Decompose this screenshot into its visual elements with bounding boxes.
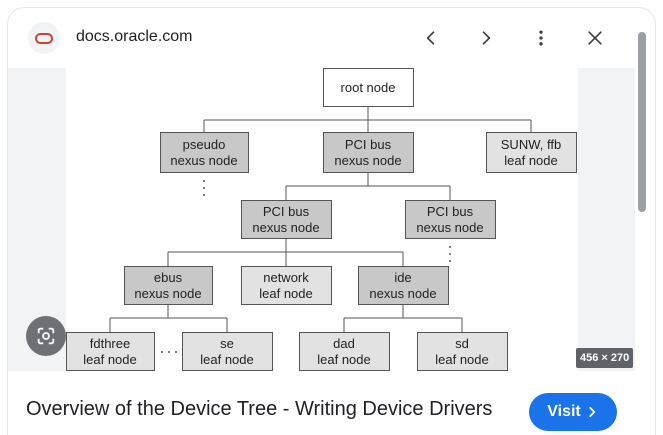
- tree-node-label: PCI bus: [427, 204, 474, 219]
- tree-node-label: leaf node: [83, 352, 137, 367]
- tree-node-label: ide: [394, 270, 411, 285]
- chevron-left-icon: [426, 31, 435, 45]
- previous-image-button[interactable]: [415, 22, 447, 54]
- next-image-button[interactable]: [470, 22, 502, 54]
- google-lens-button[interactable]: [26, 316, 66, 356]
- google-lens-icon: [37, 327, 55, 345]
- tree-node-label: se: [220, 336, 234, 351]
- tree-node-label: dad: [333, 336, 355, 351]
- more-options-button[interactable]: [525, 22, 557, 54]
- chevron-right-icon: [589, 407, 595, 417]
- tree-node-label: pseudo: [183, 137, 226, 152]
- tree-node-label: nexus node: [252, 220, 319, 235]
- tree-node-box: [405, 200, 496, 239]
- result-title[interactable]: Overview of the Device Tree - Writing De…: [26, 398, 493, 420]
- tree-node-box: [417, 332, 508, 371]
- tree-node-label: ebus: [154, 270, 183, 285]
- tree-node-label: network: [263, 270, 309, 285]
- tree-node-box: [323, 132, 414, 173]
- tree-node-label: leaf node: [259, 286, 313, 301]
- image-dimensions-badge: 456 × 270: [576, 348, 634, 368]
- tree-node-box: [182, 332, 273, 371]
- visit-button[interactable]: Visit: [529, 393, 617, 431]
- tree-node-box: [241, 266, 332, 305]
- tree-node-box: [241, 200, 332, 239]
- tree-node-label: leaf node: [317, 352, 371, 367]
- oracle-logo-icon[interactable]: [28, 22, 60, 54]
- tree-node-label: PCI bus: [345, 137, 392, 152]
- more-vert-icon: [539, 30, 543, 46]
- tree-node-box: [323, 68, 414, 107]
- close-icon: [588, 31, 602, 45]
- tree-node-box: [358, 266, 449, 305]
- tree-node-label: nexus node: [369, 286, 436, 301]
- tree-node-label: nexus node: [134, 286, 201, 301]
- tree-node-box: [486, 132, 577, 173]
- tree-node-label: fdthree: [90, 336, 130, 351]
- image-preview-panel: docs.oracle.com: [8, 8, 655, 435]
- tree-node-box: [160, 132, 249, 173]
- tree-node-box: [66, 332, 155, 371]
- tree-node-label: nexus node: [334, 153, 401, 168]
- scrollbar-thumb[interactable]: [638, 32, 646, 212]
- tree-node-label: root node: [341, 80, 396, 95]
- tree-connectors: [109, 106, 532, 332]
- tree-node-root: root node: [323, 68, 414, 107]
- site-name[interactable]: docs.oracle.com: [76, 28, 193, 45]
- chevron-right-icon: [482, 31, 491, 45]
- tree-node-label: leaf node: [504, 153, 558, 168]
- tree-node-label: leaf node: [200, 352, 254, 367]
- ellipsis-dots: [161, 180, 451, 353]
- tree-node-box: [299, 332, 390, 371]
- tree-node-label: sd: [455, 336, 469, 351]
- tree-node-label: SUNW, ffb: [501, 137, 561, 152]
- tree-node-box: [124, 266, 213, 305]
- tree-node-label: nexus node: [170, 153, 237, 168]
- visit-label: Visit: [547, 403, 581, 420]
- tree-node-label: leaf node: [435, 352, 489, 367]
- close-button[interactable]: [579, 22, 611, 54]
- tree-node-label: nexus node: [416, 220, 483, 235]
- preview-header: docs.oracle.com: [8, 8, 655, 68]
- tree-node-label: PCI bus: [263, 204, 310, 219]
